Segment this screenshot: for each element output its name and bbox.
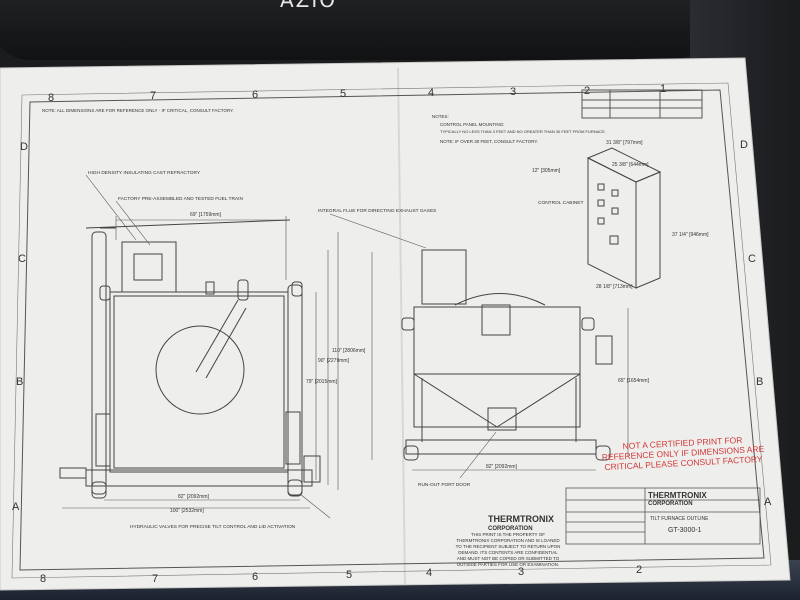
svg-text:A: A bbox=[764, 496, 772, 508]
center-company-sub: CORPORATION bbox=[488, 526, 533, 532]
callout-hydraulic: HYDRAULIC VALVES FOR PRECISE TILT CONTRO… bbox=[130, 524, 296, 530]
grid-col-label: 3 bbox=[510, 86, 516, 98]
control-cabinet-drawing bbox=[586, 147, 662, 289]
title-company-sub: CORPORATION bbox=[648, 501, 693, 507]
dim-side-82: 82" [2092mm] bbox=[486, 464, 518, 470]
svg-text:6: 6 bbox=[252, 571, 258, 583]
dim-bottom-100: 100" [2532mm] bbox=[170, 508, 204, 514]
laptop-bezel: AZIO bbox=[0, 0, 710, 60]
title-company: THERMTRONIX bbox=[648, 491, 707, 500]
note-right-2: TYPICALLY NO LESS THAN 3 FEET AND NO GRE… bbox=[440, 129, 606, 134]
dim-cab-31: 31 3/8" [797mm] bbox=[606, 140, 643, 146]
grid-col-label: 5 bbox=[340, 88, 346, 100]
grid-col-label: 7 bbox=[150, 90, 156, 102]
svg-text:D: D bbox=[740, 139, 748, 151]
dim-cab-25: 25 3/8" [644mm] bbox=[612, 162, 649, 168]
svg-text:B: B bbox=[16, 376, 23, 388]
dim-bottom-82: 82" [2092mm] bbox=[178, 494, 210, 500]
callout-flue: INTEGRAL FLUE FOR DIRECTING EXHAUST GASE… bbox=[318, 208, 436, 214]
grid-col-label: 8 bbox=[48, 92, 54, 104]
callout-refractory: HIGH DENSITY INSULATING CAST REFRACTORY bbox=[88, 170, 201, 176]
dim-cab-37: 37 1/4" [946mm] bbox=[672, 232, 709, 238]
revision-table bbox=[581, 89, 703, 119]
note-right-title: NOTES: bbox=[432, 114, 449, 119]
svg-text:7: 7 bbox=[152, 573, 158, 585]
property-note: THIS PRINT IS THE PROPERTY OF THERMTRONI… bbox=[455, 532, 561, 567]
center-company: THERMTRONIX bbox=[488, 514, 554, 524]
dim-top-width: 69" [1759mm] bbox=[190, 212, 222, 218]
title-drawing-name: TILT FURNACE OUTLINE bbox=[650, 516, 709, 522]
grid-bottom-labels: 8 7 6 5 4 3 2 bbox=[40, 564, 642, 585]
grid-col-label: 4 bbox=[428, 87, 434, 99]
svg-text:4: 4 bbox=[426, 567, 432, 579]
dim-side-65: 65" [1654mm] bbox=[618, 378, 650, 384]
svg-text:C: C bbox=[748, 253, 756, 265]
grid-col-label: 1 bbox=[660, 83, 666, 95]
title-drawing-number: GT-3000-1 bbox=[668, 527, 702, 534]
note-left: NOTE: ALL DIMENSIONS ARE FOR REFERENCE O… bbox=[42, 108, 234, 113]
dim-height-110: 110" [2806mm] bbox=[332, 348, 366, 354]
dim-height-90: 90" [2279mm] bbox=[318, 358, 350, 364]
callout-fuel-train: FACTORY PRE-ASSEMBLED AND TESTED FUEL TR… bbox=[118, 196, 243, 202]
note-right-1: CONTROL PANEL MOUNTING: bbox=[440, 122, 504, 127]
svg-text:D: D bbox=[20, 141, 28, 153]
svg-text:2: 2 bbox=[636, 564, 642, 576]
grid-row-labels: D C B A D C B A bbox=[12, 139, 772, 513]
grid-column-labels: 8 7 6 5 4 3 2 1 bbox=[48, 83, 666, 104]
dim-height-79: 79" [2015mm] bbox=[306, 379, 338, 385]
paper-sheet bbox=[0, 58, 790, 590]
svg-text:A: A bbox=[12, 501, 20, 513]
grid-col-label: 6 bbox=[252, 89, 258, 101]
laptop-brand-logo: AZIO bbox=[280, 0, 338, 12]
side-view-furnace bbox=[401, 249, 613, 461]
note-right-3: NOTE: IF OVER 30 FEET, CONSULT FACTORY. bbox=[440, 139, 538, 144]
dim-cab-12: 12" [305mm] bbox=[532, 168, 561, 174]
title-block bbox=[565, 487, 761, 545]
svg-text:C: C bbox=[18, 253, 26, 265]
callout-runout: RUN-OUT PORT DOOR bbox=[418, 482, 471, 488]
svg-text:3: 3 bbox=[518, 566, 524, 578]
callout-control-cabinet: CONTROL CABINET bbox=[538, 200, 583, 206]
svg-text:B: B bbox=[756, 376, 763, 388]
drawing-border bbox=[19, 89, 765, 571]
svg-text:8: 8 bbox=[40, 573, 46, 585]
grid-col-label: 2 bbox=[584, 85, 590, 97]
svg-text:5: 5 bbox=[346, 569, 352, 581]
dim-cab-28: 28 1/8" [713mm] bbox=[596, 284, 633, 290]
front-view-furnace bbox=[59, 219, 321, 499]
